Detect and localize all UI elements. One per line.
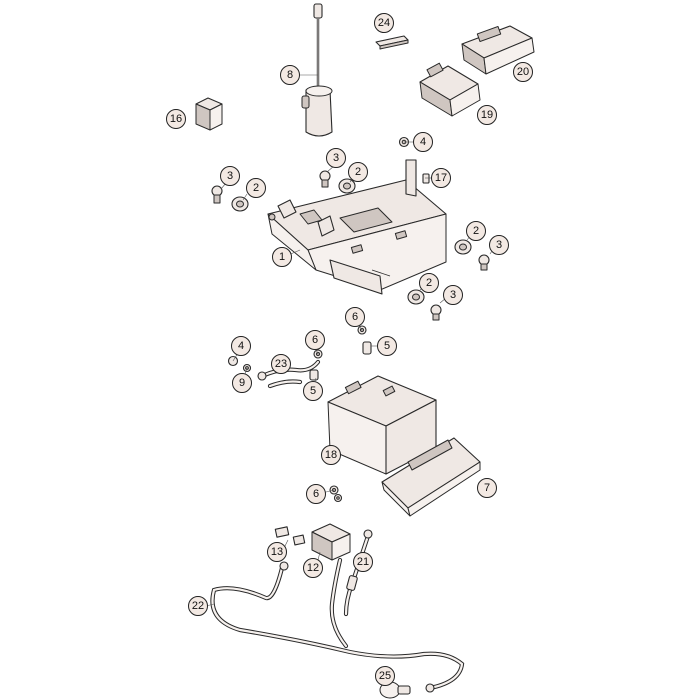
part-battery-cover (381, 437, 481, 517)
callout-23: 23 (271, 354, 291, 374)
svg-text:3: 3 (496, 239, 502, 251)
part-module (419, 62, 481, 117)
part-clip-17 (422, 173, 430, 184)
callout-24: 24 (374, 13, 394, 33)
part-spacer-5-b (362, 341, 372, 355)
callout-6: 6 (306, 484, 326, 504)
svg-text:7: 7 (484, 482, 490, 494)
svg-text:18: 18 (325, 449, 337, 461)
svg-text:19: 19 (481, 109, 493, 121)
callout-21: 21 (353, 552, 373, 572)
part-screw-3-top (319, 170, 331, 188)
svg-text:6: 6 (313, 488, 319, 500)
svg-text:23: 23 (275, 358, 287, 370)
callout-12: 12 (303, 558, 323, 578)
svg-text:17: 17 (435, 172, 447, 184)
svg-text:5: 5 (310, 385, 316, 397)
svg-text:20: 20 (517, 66, 529, 78)
callout-4: 4 (231, 336, 251, 356)
callout-3: 3 (489, 235, 509, 255)
callout-8: 8 (280, 65, 300, 85)
callouts: 1 2 2 2 2 3 3 3 3 4 4 5 5 6 6 6 7 8 9 12… (166, 13, 533, 686)
svg-text:4: 4 (420, 136, 426, 148)
callout-19: 19 (477, 105, 497, 125)
svg-text:5: 5 (384, 340, 390, 352)
part-grommet-2-top (338, 178, 356, 194)
svg-text:1: 1 (279, 251, 285, 263)
callout-5: 5 (377, 336, 397, 356)
callout-22: 22 (188, 596, 208, 616)
svg-text:3: 3 (450, 289, 456, 301)
svg-text:13: 13 (271, 546, 283, 558)
callout-25: 25 (375, 666, 395, 686)
svg-text:2: 2 (253, 182, 259, 194)
svg-text:21: 21 (357, 556, 369, 568)
part-rod-cylinder (301, 3, 333, 137)
svg-text:4: 4 (238, 340, 244, 352)
svg-text:8: 8 (287, 69, 293, 81)
part-relay (195, 97, 223, 131)
callout-2: 2 (419, 273, 439, 293)
callout-7: 7 (477, 478, 497, 498)
callout-6: 6 (345, 307, 365, 327)
callout-1: 1 (272, 247, 292, 267)
part-control-unit (461, 25, 535, 75)
callout-5: 5 (303, 381, 323, 401)
svg-text:3: 3 (333, 152, 339, 164)
part-starter-relay (311, 523, 351, 561)
part-screw-3-left (211, 185, 223, 204)
svg-text:22: 22 (192, 600, 204, 612)
part-wiring-harness-22 (210, 557, 465, 693)
part-clips-13 (274, 526, 306, 546)
part-nuts-6-c (329, 485, 343, 503)
part-battery (327, 375, 437, 475)
callout-6: 6 (305, 330, 325, 350)
svg-text:12: 12 (307, 562, 319, 574)
part-screw-3-lower (430, 304, 442, 321)
svg-text:6: 6 (352, 311, 358, 323)
part-small-bar (375, 35, 409, 50)
svg-text:25: 25 (379, 670, 391, 682)
svg-text:9: 9 (239, 377, 245, 389)
callout-3: 3 (443, 285, 463, 305)
callout-4: 4 (413, 132, 433, 152)
callout-16: 16 (166, 109, 186, 129)
callout-2: 2 (246, 178, 266, 198)
svg-text:6: 6 (312, 334, 318, 346)
svg-text:24: 24 (378, 17, 390, 29)
part-screw-3-right (478, 254, 490, 271)
part-spacer-5-a (309, 369, 319, 381)
callout-3: 3 (220, 166, 240, 186)
callout-18: 18 (321, 445, 341, 465)
part-cable-21 (343, 529, 373, 617)
svg-text:3: 3 (227, 170, 233, 182)
svg-text:16: 16 (170, 113, 182, 125)
callout-2: 2 (466, 221, 486, 241)
part-grommet-2-right (454, 239, 472, 255)
part-grommet-2-left (231, 196, 249, 212)
svg-text:2: 2 (355, 166, 361, 178)
svg-text:2: 2 (426, 277, 432, 289)
svg-text:2: 2 (473, 225, 479, 237)
callout-17: 17 (431, 168, 451, 188)
callout-9: 9 (232, 373, 252, 393)
callout-3: 3 (326, 148, 346, 168)
callout-2: 2 (348, 162, 368, 182)
callout-20: 20 (513, 62, 533, 82)
part-fuse (379, 681, 411, 699)
part-battery-tray (267, 159, 447, 295)
callout-13: 13 (267, 542, 287, 562)
part-grommet-2-lower (407, 289, 425, 305)
